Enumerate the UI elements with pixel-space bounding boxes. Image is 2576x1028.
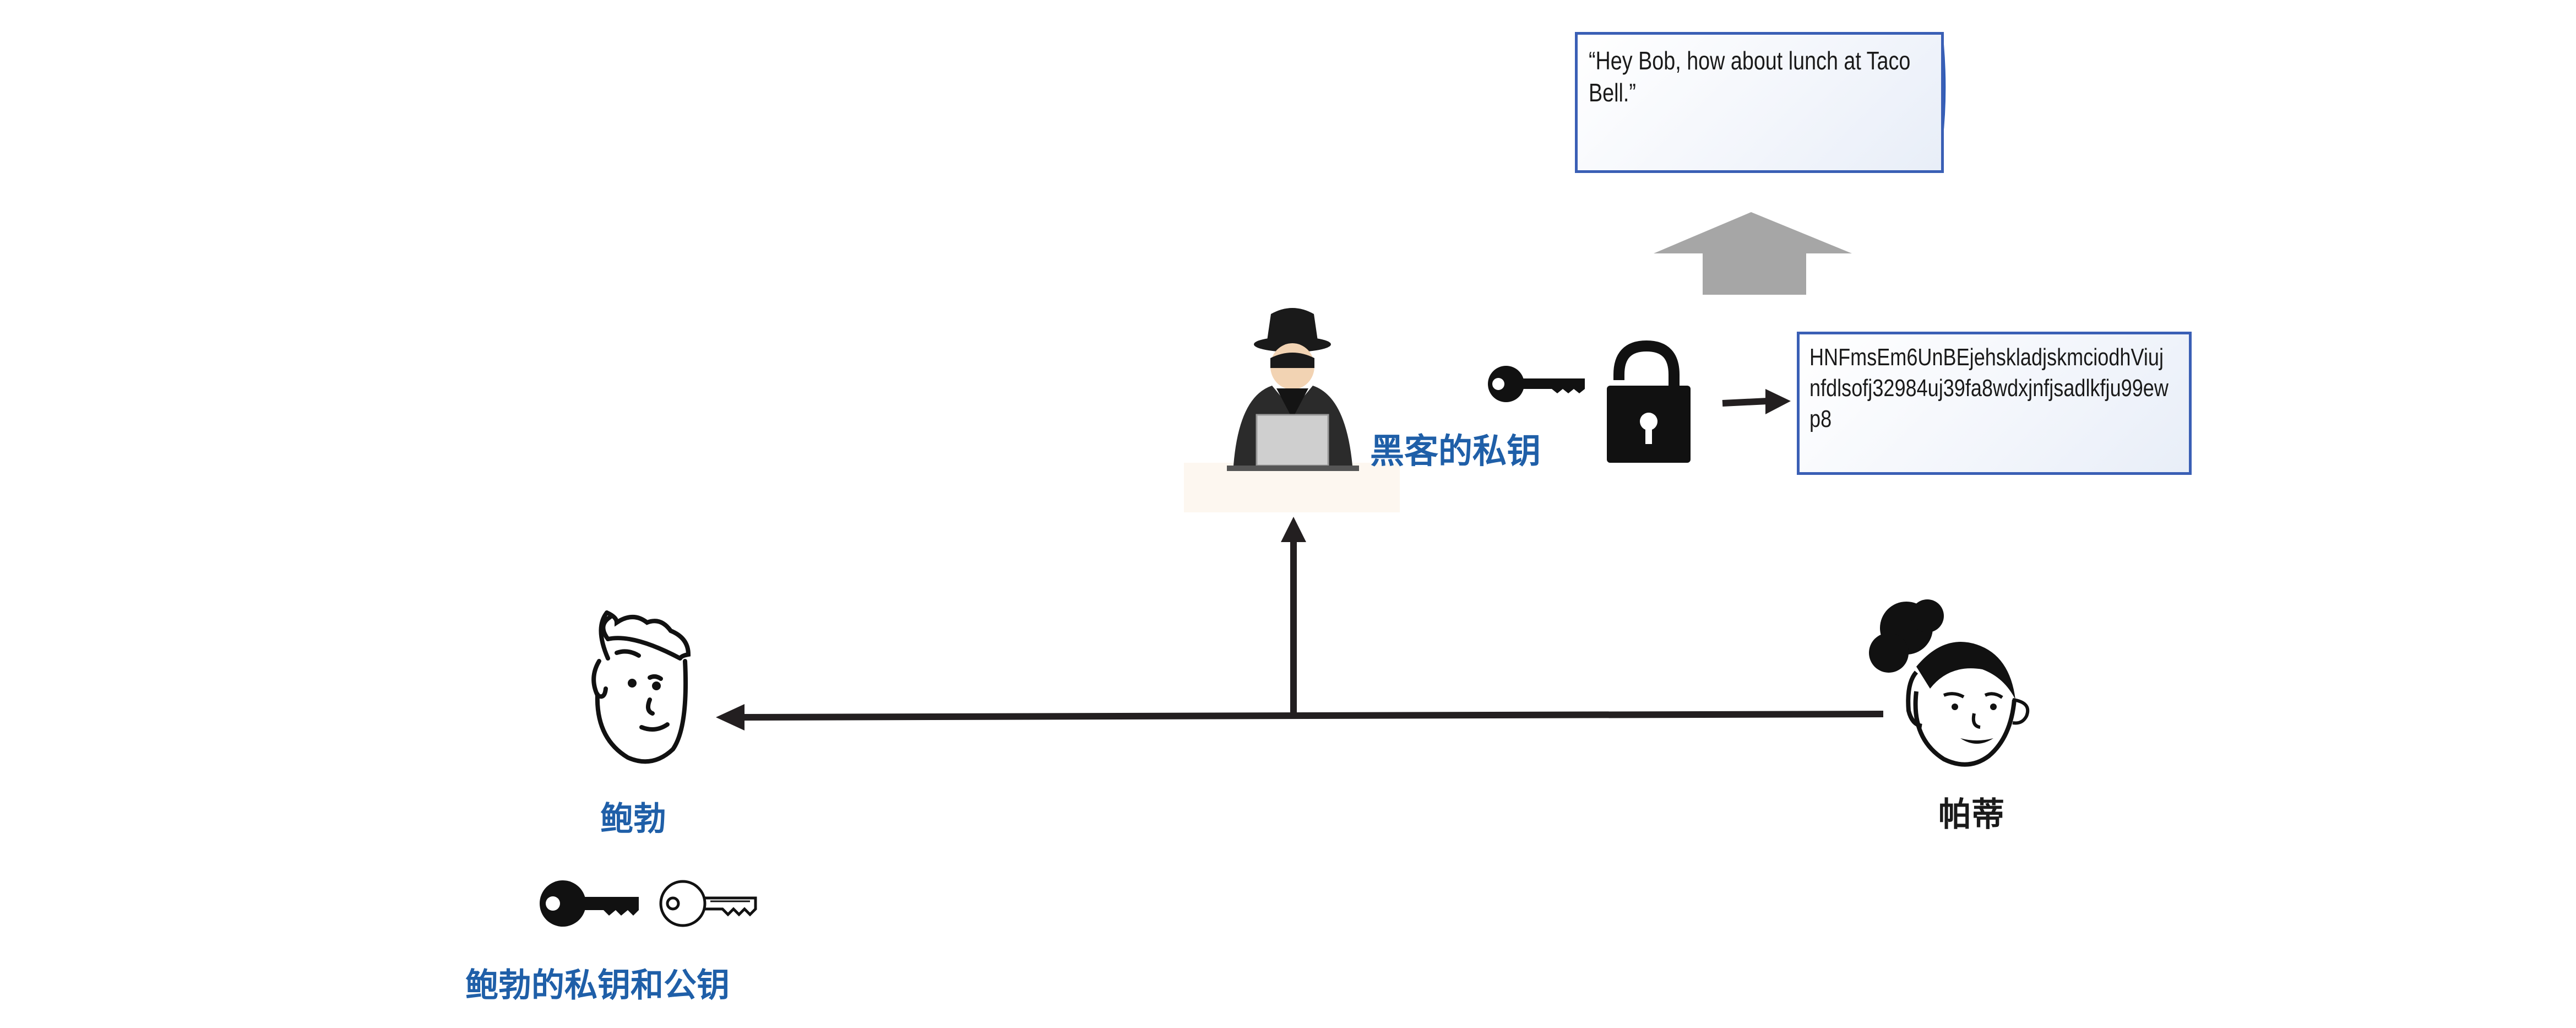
ciphertext-note: HNFmsEm6UnBEjehskladjskmciodhViujnfdlsof…	[1797, 332, 2192, 475]
plaintext-note: “Hey Bob, how about lunch at Taco Bell.”	[1575, 32, 1944, 173]
public-key-icon	[659, 880, 757, 927]
patty-to-bob-arrow	[716, 704, 1884, 731]
patty-name-label: 帕蒂	[1938, 796, 2004, 834]
unlocked-padlock-icon	[1607, 340, 1691, 463]
key-icon	[1488, 366, 1585, 402]
bob-face-icon	[591, 610, 691, 764]
reveal-up-arrow	[1654, 212, 1852, 295]
decrypt-arrow	[1722, 389, 1791, 414]
hacker-icon	[1184, 308, 1400, 512]
patty-face-icon	[1869, 599, 2030, 767]
bob-name-label: 鲍勃	[600, 800, 666, 838]
plaintext-message: “Hey Bob, how about lunch at Taco Bell.”	[1589, 46, 1916, 107]
intercept-arrow	[1281, 517, 1306, 714]
private-key-icon	[540, 880, 639, 927]
hacker-private-key-label: 黑客的私钥	[1370, 431, 1541, 471]
bob-keys-label: 鲍勃的私钥和公钥	[465, 966, 730, 1005]
ciphertext-message: HNFmsEm6UnBEjehskladjskmciodhViujnfdlsof…	[1809, 344, 2169, 432]
